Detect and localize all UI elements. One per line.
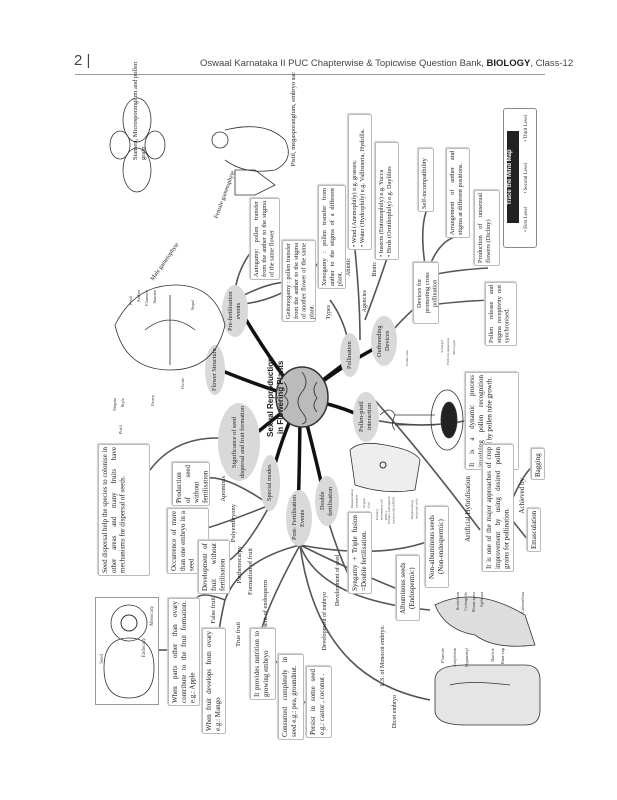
persist-box: Persist in some seed e.g.: castor , coco…	[306, 666, 332, 738]
legend-second-level: • Second Level	[524, 163, 529, 194]
consumed-box: Consumed completely in seed e.g.: pea, g…	[278, 654, 304, 740]
label-biotic: Biotic	[372, 262, 378, 277]
label-parthenocarpy: Parthenocarpy	[236, 546, 243, 584]
parthenocarpy-box: Development of fruit without fertilisati…	[198, 540, 230, 594]
running-header: Oswaal Karnataka II PUC Chapterwise & To…	[200, 58, 574, 69]
node-pollination: Pollination	[340, 333, 360, 377]
label-false-fruit: False fruit	[210, 597, 217, 624]
label-shoot-apex: Shoot apex	[471, 592, 476, 613]
label-formation-of-fruit: Formation of fruit	[247, 548, 254, 595]
label-development-of-seed: Development of seed	[335, 555, 341, 606]
label-petal: Petal	[128, 296, 133, 305]
label-root-cap: Root cap	[500, 648, 505, 665]
label-pistil-part: Pistil	[118, 425, 123, 435]
biotic-agents-box: • Insects (Entomophily) e.g. Yucca• Bird…	[375, 142, 399, 260]
devices-promoting-box: Devices for promoting cross pollination	[413, 262, 439, 324]
seed-dispersal-box: Seed dispersal help the species to colon…	[98, 444, 150, 576]
label-filament: Filament	[144, 290, 149, 306]
trace-title: Trace the Mind Map	[507, 131, 519, 223]
label-anther: Anther	[136, 290, 141, 303]
label-hypocotyl: Hypocotyl	[464, 648, 469, 667]
crop-improvement-box: It is one of the major approaches of cro…	[482, 444, 514, 572]
label-types: Types	[326, 305, 332, 320]
header-rule	[75, 74, 545, 75]
label-stamen-part: Stamen	[152, 290, 157, 304]
label-radicle: Radicle	[490, 648, 495, 662]
label-stigma: Stigma	[112, 398, 117, 411]
emasculation-box: Emasculation	[527, 508, 541, 552]
label-pollen-tube: Pollen tube	[405, 350, 409, 366]
label-scutellum: Scutellum	[455, 592, 460, 611]
label-seed: Seed	[100, 654, 105, 664]
label-coleorrhiza: Coleorrhiza	[520, 592, 525, 614]
label-style: Style	[120, 398, 125, 408]
apple-section-icon	[103, 604, 155, 699]
legend-first-level: • First Level	[524, 207, 529, 232]
label-apomixis: Apomixis	[220, 476, 227, 502]
bagging-box: Bagging	[531, 448, 545, 480]
label-agencies: Agencies	[362, 290, 368, 313]
abiotic-agents-box: • Wind (Anemophily) e.g. grasses;• Water…	[348, 114, 372, 250]
label-ovule: Ovule	[180, 378, 185, 389]
label-cotyledon: Cotyledon	[452, 648, 457, 667]
albuminous-box: Albuminous seeds (Endospermic)	[396, 555, 420, 621]
apple-fruit-diagram: Seed Endocarp Mesocarp	[95, 597, 159, 705]
label-zygote: Zygote (2n)	[362, 498, 371, 508]
xenogamy-box: Xenogamy : pollen transfer from anther t…	[318, 185, 346, 289]
node-significance: Significance of seed dispersal and fruit…	[218, 403, 260, 481]
false-fruit-box: When parts other than ovary contribute t…	[168, 598, 200, 706]
apomixis-box: Production of seed without fertilisation	[172, 462, 210, 506]
label-dicot-embryo: Dicot embryo	[392, 695, 398, 729]
legend-third-level: • Third Level	[524, 115, 529, 142]
arrangement-box: Arrangement of anther and stigma at diff…	[446, 148, 470, 238]
label-synergid: Synergid	[440, 340, 444, 353]
geitonogamy-box: Geitonogamy : pollen transfer from the a…	[282, 240, 316, 322]
label-degenerating-antipodal: Degenerating antipodal cells	[410, 498, 419, 519]
label-abiotic: Abiotic	[346, 258, 352, 276]
true-fruit-box: When fruit develops from ovary e.g.: Man…	[202, 628, 226, 734]
dicliny-box: Production of unisexual flowers (Dicliny…	[474, 190, 500, 266]
label-endocarp: Endocarp	[142, 638, 147, 658]
label-artificial-hybridisation: Artificial Hybridisation	[464, 476, 472, 542]
not-synchronised-box: Pollen release and stigma receptivity no…	[485, 282, 517, 346]
page-number: 2 |	[74, 52, 91, 69]
label-degenerating-synergids: Degenerating synergids	[350, 489, 359, 508]
label-polyembryony: Polyembryony	[230, 504, 237, 543]
label-development-of-embryo: Development of embryo	[322, 592, 328, 651]
embryo-sac-diagram	[349, 442, 421, 493]
label-epiblast: Epiblast	[479, 592, 484, 607]
label-pen: Primary endosperm nucleus (3n) (PEN)	[387, 496, 396, 524]
label-plumule: Plumule	[440, 648, 445, 664]
embryo-diagrams	[434, 596, 541, 726]
label-ovary: Ovary	[150, 395, 155, 407]
non-albuminous-box: Non-albuminous seeds (Non-endospermic)	[425, 506, 449, 588]
self-incompatibility-box: Self-incompatibility	[418, 148, 434, 212]
pollen-pistil-diagram	[379, 389, 464, 451]
brain-icon	[275, 366, 329, 428]
node-double-fertilisation: Double fertilisation	[315, 476, 339, 526]
nutrition-box: It provides nutrition to growing embryo	[250, 628, 276, 700]
trace-mind-map-legend: Trace the Mind Map • First Level • Secon…	[503, 108, 537, 248]
label-micropyle: Micropyle	[452, 340, 456, 355]
flower-diagrams	[109, 97, 289, 371]
label-mesocarp: Mesocarp	[150, 606, 155, 626]
node-special-modes: Special modes	[260, 455, 280, 511]
label-sepal: Sepal	[190, 300, 195, 310]
syngamy-box: Syngamy + Triple fusion =Double fertilis…	[348, 512, 372, 594]
node-post-fertilisation: Post- Fertilisation Events	[286, 490, 312, 546]
label-achieved-by: Achieved by	[518, 478, 526, 514]
label-coleoptile: Coleoptile	[463, 592, 468, 611]
autogamy-box: Autogamy: pollen transfer from the anthe…	[250, 198, 280, 280]
label-true-fruit: True fruit	[235, 622, 242, 647]
label-monocot-embryo: L.S. of Monocot embryo.	[380, 625, 386, 686]
label-filiform: Filiform Apparatus	[446, 338, 450, 365]
